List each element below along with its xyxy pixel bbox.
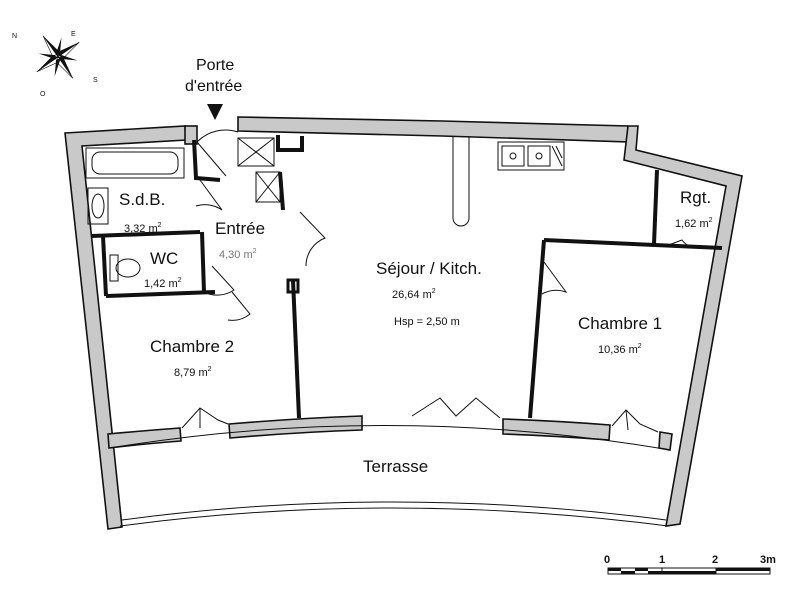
sejour-name: Séjour / Kitch. [376, 259, 482, 278]
terrace-wall-1 [107, 427, 182, 449]
scale-label-1: 1 [659, 554, 665, 566]
chambre1-area: 10,36 m2 [598, 343, 642, 356]
rgt-left-wall [652, 169, 659, 245]
terrace-rail-inner [121, 501, 667, 521]
sejour-hsp: Hsp = 2,50 m [394, 316, 460, 328]
wc-right-wall [200, 231, 206, 293]
terrace-wall-2 [228, 415, 363, 439]
sejour-window [411, 397, 501, 419]
sdb-name: S.d.B. [119, 190, 165, 209]
rgt-name: Rgt. [680, 188, 711, 207]
doors [181, 129, 701, 433]
kitchen-sink-left [501, 145, 525, 167]
fixtures [85, 136, 565, 282]
scale-label-3m: 3m [760, 554, 776, 566]
rgt-door [665, 239, 701, 249]
left-wall [64, 125, 187, 530]
sdb-bottom-wall [91, 230, 201, 238]
chambre1-left-wall [528, 239, 546, 419]
terrace-wall-4 [658, 431, 673, 451]
wc-bottom-wall [105, 290, 216, 298]
scale-label-0: 0 [604, 554, 610, 566]
entrance-label-line2: d'entrée [185, 78, 242, 95]
drainer [551, 145, 563, 167]
compass-rose-icon [36, 35, 80, 79]
chambre1-name: Chambre 1 [578, 314, 662, 333]
closet-1-cross-b [237, 137, 275, 167]
entree-name: Entrée [215, 219, 265, 238]
sdb-area: 3,32 m2 [124, 222, 162, 235]
terrace-edge [109, 425, 671, 451]
sdb-right-wall [192, 139, 221, 182]
sdb-door [195, 179, 223, 211]
bathroom-sink-bowl [91, 193, 105, 219]
wc-name: WC [150, 249, 178, 268]
entree-door-right [299, 211, 326, 267]
closet-2 [255, 171, 281, 203]
toilet-tank [109, 254, 119, 282]
chambre2-name: Chambre 2 [150, 337, 234, 356]
terrace-rail [119, 507, 669, 527]
toilet-bowl [115, 258, 141, 278]
compass-n-label: N [12, 33, 17, 40]
terrace-wall-3 [502, 418, 611, 441]
sink-drain-left [509, 152, 517, 160]
chambre2-area: 8,79 m2 [174, 366, 212, 379]
terrace-walls [107, 415, 673, 527]
wc-area: 1,42 m2 [144, 277, 182, 290]
chambre2-right-wall [291, 279, 301, 419]
drainer-2 [555, 145, 563, 159]
outer-walls [64, 116, 743, 530]
bathroom-sink [87, 187, 109, 225]
entrance-label-line1: Porte [196, 57, 234, 74]
scale-label-2: 2 [712, 554, 718, 566]
closet-2-cross-b [255, 171, 281, 203]
pillar-left [184, 125, 198, 145]
right-wall [623, 125, 743, 527]
closet-1 [237, 137, 275, 167]
scale-bar [607, 567, 771, 575]
closet-wall [276, 135, 304, 152]
entry-door [196, 129, 239, 177]
kitchen-bar [452, 136, 470, 227]
chambre1-door [541, 261, 568, 295]
chambre1-window [611, 409, 659, 433]
kitchen-sink-right [527, 145, 551, 167]
sejour-area: 26,64 m2 [392, 288, 436, 301]
entree-area: 4,30 m2 [219, 248, 257, 261]
chambre2-window [181, 407, 229, 429]
sink-drain-right [535, 152, 543, 160]
bathtub [85, 147, 185, 179]
pillar-center [286, 278, 300, 294]
compass-e-label: E [71, 31, 76, 38]
compass-o-label: O [40, 91, 46, 98]
compass-s-label: S [93, 77, 98, 84]
chambre1-top-wall [543, 238, 723, 250]
entrance-arrow-icon [207, 104, 223, 120]
rgt-area: 1,62 m2 [675, 217, 713, 230]
bathtub-inner [91, 151, 179, 175]
wc-door [203, 265, 235, 296]
terrasse-name: Terrasse [363, 457, 428, 476]
kitchen-counter [497, 141, 565, 171]
wc-left-wall [101, 235, 108, 297]
top-wall [237, 116, 632, 143]
interior-walls [91, 135, 723, 419]
chambre2-door [227, 291, 251, 321]
